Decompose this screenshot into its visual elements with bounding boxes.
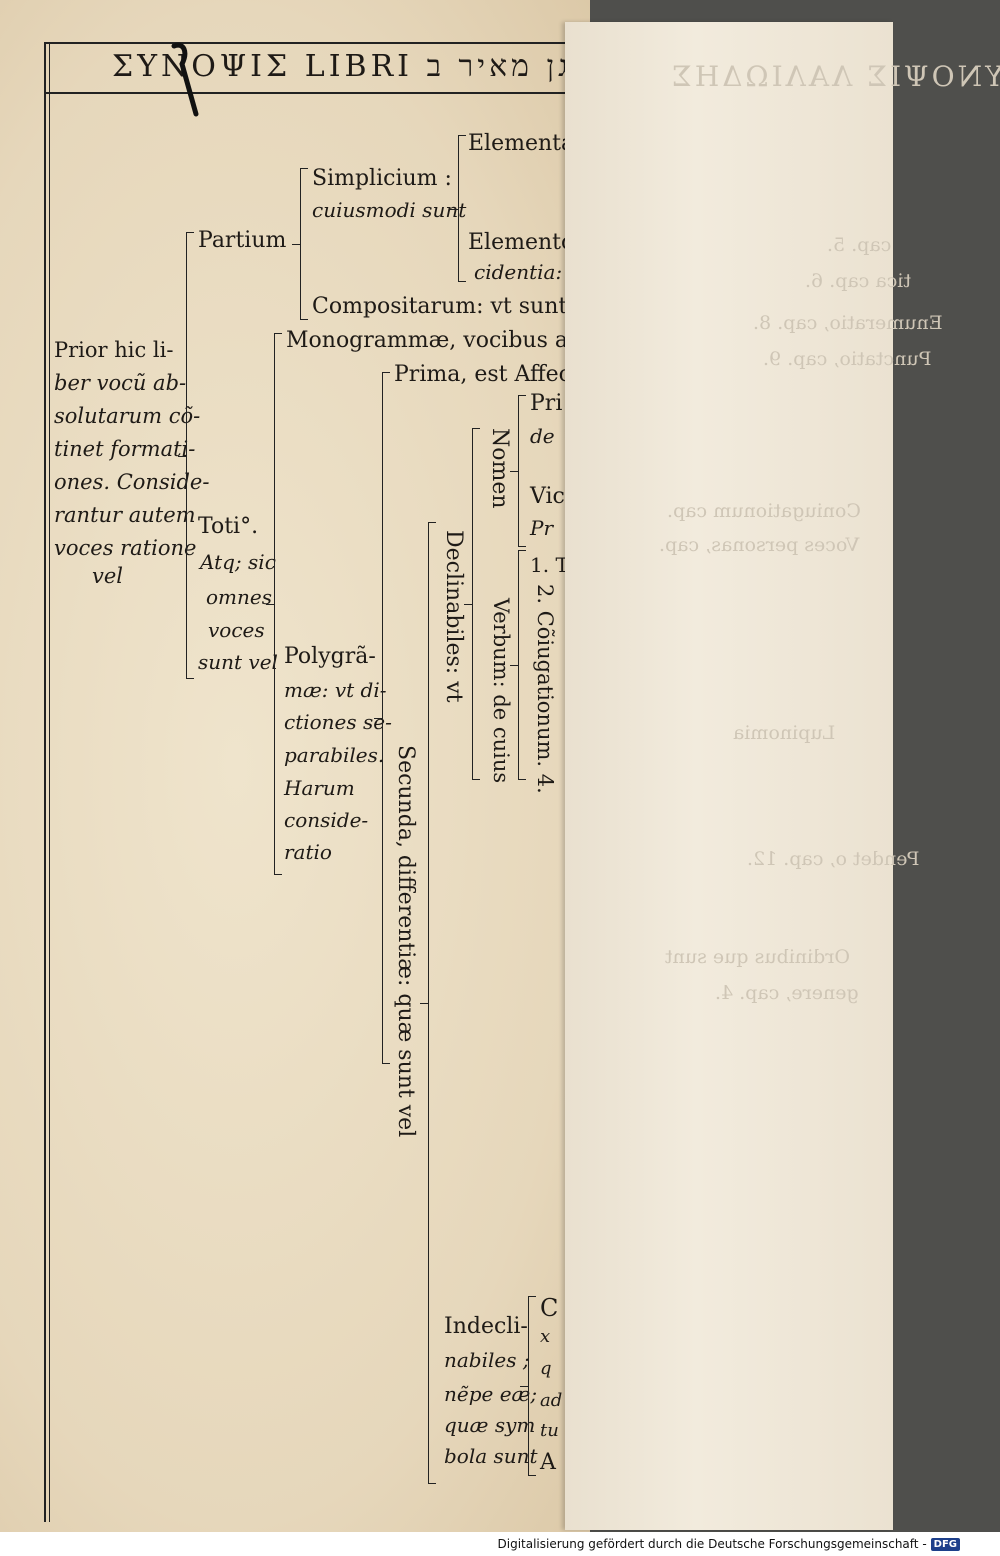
pen-mark-icon <box>171 42 199 117</box>
frame-header-line <box>44 92 568 94</box>
de-label: de <box>530 424 555 448</box>
ghost-line-3: Enumeratio, cap. 8. <box>753 312 943 334</box>
ghost-title: ΣΥΝΟΨΙΣ ΛΑΛΙΩΔΗΣ <box>669 60 1000 93</box>
nomen-label: Nomen <box>487 428 512 509</box>
indecl-line-1: Indecli- <box>444 1314 528 1339</box>
elementa-label: Elementa <box>468 131 575 156</box>
digitization-footer: Digitalisierung gefördert durch die Deut… <box>0 1532 1000 1556</box>
polygrammae-line-7: ratio <box>284 840 332 864</box>
frame-left-line-inner <box>49 42 50 1522</box>
verbum-label: Verbum: de cuius <box>489 598 513 784</box>
simplicium-label: Simplicium : <box>312 166 452 191</box>
root-line-5: ones. Conside- <box>54 470 210 494</box>
toti-line-1: Toti°. <box>198 514 259 539</box>
indecl-right-4: ad <box>540 1390 563 1411</box>
book-page <box>0 0 590 1532</box>
toti-line-3: omnes <box>206 585 272 609</box>
ghost-line-1: cap. 5. <box>827 234 892 256</box>
brace-polygrammae <box>374 372 390 1064</box>
indecl-line-3: nẽpe eæ; <box>444 1382 538 1406</box>
simplicium-sub: cuiusmodi sunt <box>312 198 467 222</box>
indecl-right-3: q <box>540 1358 552 1379</box>
toti-line-2: Atq; sic <box>200 550 276 574</box>
toti-line-5: sunt vel <box>198 650 278 674</box>
brace-secunda <box>420 522 436 1484</box>
root-line-6: rantur autem <box>54 503 196 527</box>
indecl-line-2: nabiles ; <box>444 1348 530 1372</box>
indecl-right-2: x <box>540 1326 551 1347</box>
root-line-8: vel <box>92 564 124 588</box>
indecl-line-4: quæ sym <box>444 1413 536 1437</box>
ghost-line-7: Lupinomia <box>733 722 836 744</box>
polygrammae-line-4: parabiles. <box>284 743 385 767</box>
frame-top-line <box>44 42 568 44</box>
polygrammae-line-6: conside- <box>284 808 369 832</box>
ghost-line-10: genere, cap. 4. <box>715 982 859 1004</box>
polygrammae-line-1: Polygrã- <box>284 644 376 669</box>
monogrammae-label: Monogrammæ, vocibus ali <box>286 328 583 353</box>
root-line-1: Prior hic li- <box>54 338 174 362</box>
pri-label: Pri <box>530 391 563 416</box>
root-line-3: solutarum cõ- <box>54 404 201 428</box>
compositarum-label: Compositarum: vt sunt p <box>312 294 589 319</box>
folded-overlay-sheet: ΣΥΝΟΨΙΣ ΛΑΛΙΩΔΗΣ cap. 5. tica cap. 6. En… <box>565 22 1000 1530</box>
dfg-logo: DFG <box>930 1537 960 1551</box>
ghost-line-8: Pendet o, cap. 12. <box>747 848 920 870</box>
secunda-label: Secunda, differentiæ: quæ sunt vel <box>393 745 418 1138</box>
footer-credit: Digitalisierung gefördert durch die Deut… <box>497 1537 927 1551</box>
brace-indecl <box>520 1296 536 1476</box>
pr-label: Pr <box>530 516 554 540</box>
ghost-line-5: Coniugationum cap. <box>667 500 861 522</box>
ghost-line-4: Punctatio, cap. 9. <box>763 348 932 370</box>
brace-partium <box>292 168 308 320</box>
polygrammae-line-2: mæ: vt di- <box>284 678 387 702</box>
partium-label: Partium <box>198 228 287 253</box>
brace-root <box>178 232 194 679</box>
brace-verbum <box>510 550 526 780</box>
ghost-line-9: Ordinibus que sunt <box>665 946 850 968</box>
vic-label: Vic <box>530 484 565 509</box>
polygrammae-line-5: Harum <box>284 776 355 800</box>
ghost-line-6: Voces personas, cap. <box>659 534 860 556</box>
declinabiles-label: Declinabiles: vt <box>441 530 466 703</box>
frame-left-line <box>44 42 46 1522</box>
page-header-title: ΣΥΝΟΨΙΣ LIBRI גן מאיר ב <box>112 49 573 84</box>
prima-label: Prima, est Affecti <box>394 362 587 387</box>
cidentia-label: cidentia: p <box>474 260 582 284</box>
elemento-label: Elemento <box>468 230 575 255</box>
indecl-right-5: tu <box>540 1420 559 1441</box>
polygrammae-line-3: ctiones se- <box>284 710 392 734</box>
item-1-label: 1. T <box>530 553 569 577</box>
root-line-7: voces ratione <box>54 536 197 560</box>
brace-declinabiles <box>464 428 480 780</box>
item-2-label: 2. Cõiugationum. 4. <box>533 584 557 794</box>
root-line-2: ber vocũ ab- <box>54 371 187 395</box>
indecl-right-6: A <box>540 1450 556 1475</box>
indecl-right-1: C <box>540 1294 559 1322</box>
indecl-line-5: bola sunt <box>444 1444 538 1468</box>
ghost-line-2: tica cap. 6. <box>805 270 912 292</box>
brace-nomen <box>510 395 526 547</box>
brace-simplicium <box>450 135 466 282</box>
brace-toti <box>266 333 282 875</box>
toti-line-4: voces <box>208 618 265 642</box>
root-line-4: tinet formati- <box>54 437 196 461</box>
